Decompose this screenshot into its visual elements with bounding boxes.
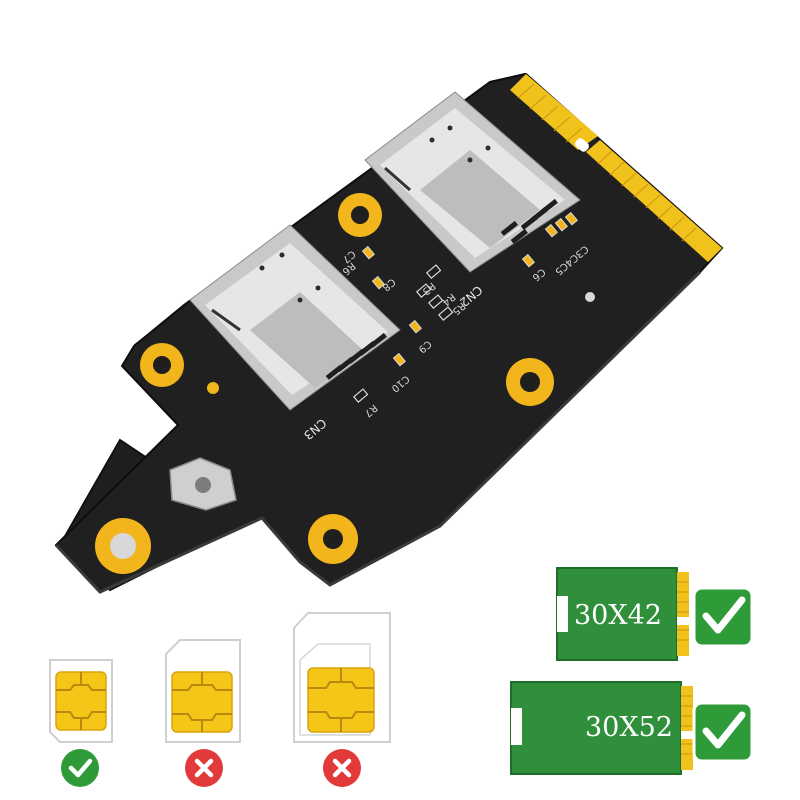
ssd-card-52: 30X52 xyxy=(510,681,693,775)
hex-standoff xyxy=(169,457,237,511)
cross-icon-micro xyxy=(185,749,223,787)
check-icon-42 xyxy=(692,586,754,648)
sim-slot-cn2 xyxy=(364,91,581,273)
check-icon-nano xyxy=(61,749,99,787)
mounting-holes xyxy=(95,193,595,574)
gold-edge-connector xyxy=(510,74,722,262)
smd-components xyxy=(352,211,578,404)
sim-card-nano xyxy=(49,659,113,743)
ssd-size-label-52: 30X52 xyxy=(585,712,673,743)
sim-card-micro xyxy=(165,639,241,743)
sim-slot-cn3 xyxy=(189,224,401,411)
ssd-size-label-42: 30X42 xyxy=(574,600,662,631)
adapter-board: CN2 CN3 C7 R6 C8 R3 R4 R5 C9 C10 R7 C3C4… xyxy=(54,72,724,594)
check-icon-52 xyxy=(692,701,754,763)
cross-icon-standard xyxy=(323,749,361,787)
ssd-card-42: 30X42 xyxy=(556,567,689,661)
sim-card-standard xyxy=(293,612,391,743)
